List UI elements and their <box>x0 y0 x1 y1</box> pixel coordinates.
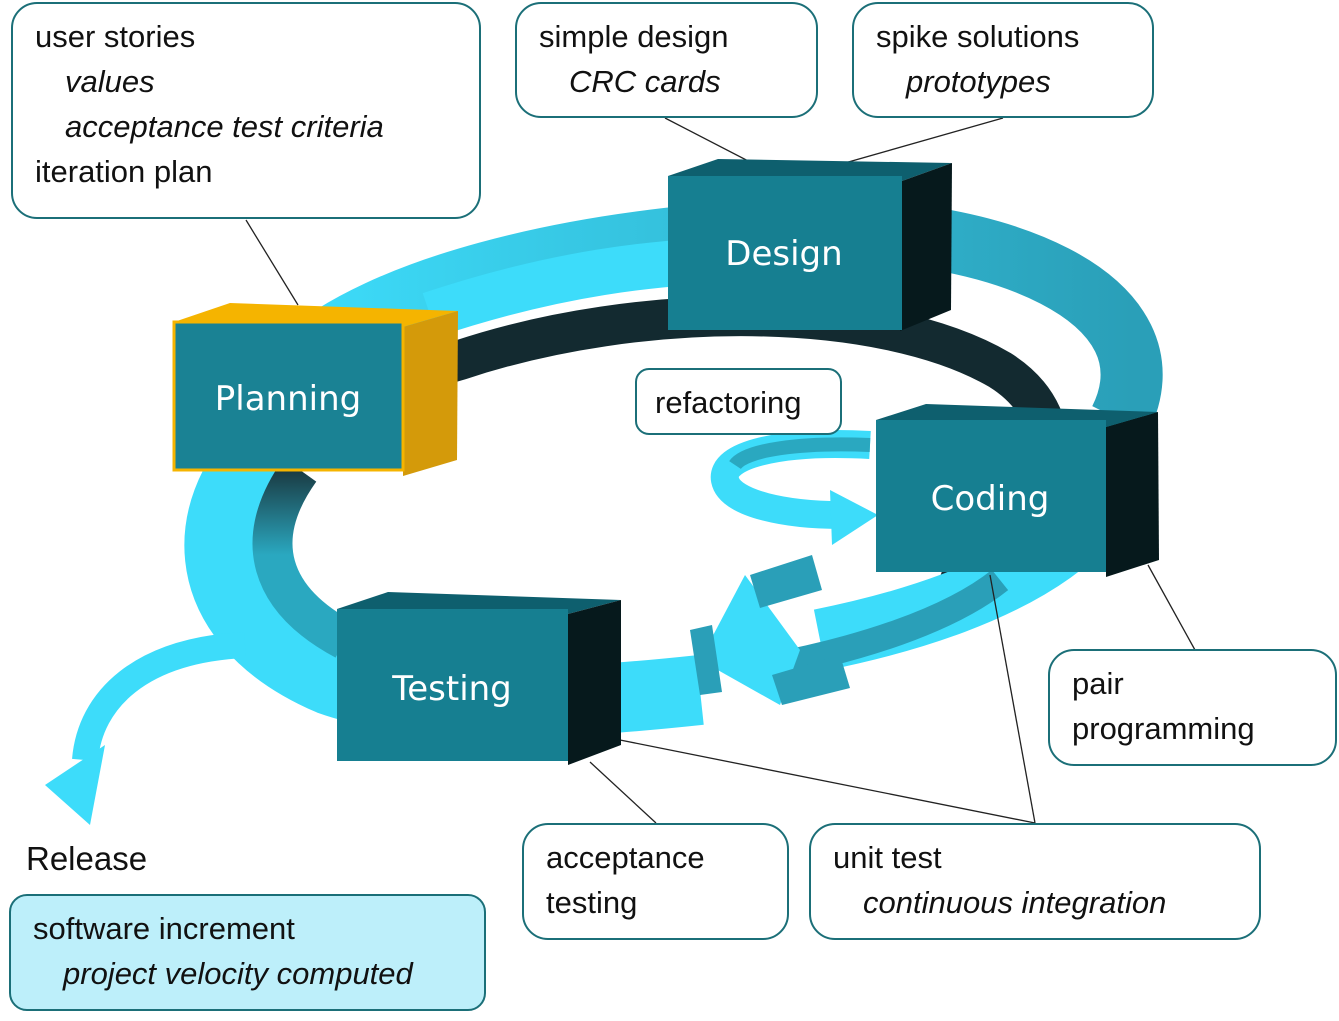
refactoring-callout: refactoring <box>635 368 842 435</box>
testing-box: Testing <box>337 592 621 765</box>
callout-line: continuous integration <box>863 885 1167 920</box>
connector-pair <box>1147 564 1196 651</box>
callout-line: prototypes <box>906 64 1051 99</box>
callout-line: values <box>65 64 155 99</box>
design-box: Design <box>668 159 952 331</box>
callout-line: testing <box>546 885 638 920</box>
planning-box: Planning <box>172 303 458 476</box>
spike-solutions-callout: spike solutions prototypes <box>852 2 1154 118</box>
simple-design-callout: simple design CRC cards <box>515 2 818 118</box>
coding-label: Coding <box>931 479 1050 519</box>
testing-label: Testing <box>391 669 512 709</box>
callout-line: project velocity computed <box>63 956 413 991</box>
coding-box: Coding <box>876 404 1159 577</box>
connector-unit-test-testing <box>619 739 1036 824</box>
callout-line: acceptance test criteria <box>65 109 384 144</box>
connector-planning <box>245 219 299 306</box>
planning-label: Planning <box>215 379 361 419</box>
connector-acceptance <box>589 761 657 824</box>
acceptance-testing-callout: acceptance testing <box>522 823 789 940</box>
callout-line: iteration plan <box>35 154 213 189</box>
callout-line: software increment <box>33 911 295 946</box>
callout-line: acceptance <box>546 840 705 875</box>
callout-line: spike solutions <box>876 19 1080 54</box>
callout-line: simple design <box>539 19 729 54</box>
callout-line: programming <box>1072 711 1255 746</box>
callout-line: unit test <box>833 840 942 875</box>
callout-line: user stories <box>35 19 196 54</box>
callout-line: CRC cards <box>569 64 721 99</box>
unit-test-callout: unit test continuous integration <box>809 823 1261 940</box>
connector-unit-test-coding <box>989 574 1036 824</box>
callout-line: refactoring <box>655 385 802 420</box>
release-arrow <box>45 632 246 825</box>
release-label: Release <box>26 840 148 877</box>
planning-callout: user stories values acceptance test crit… <box>11 2 481 219</box>
pair-programming-callout: pair programming <box>1048 649 1337 766</box>
release-callout: software increment project velocity comp… <box>9 894 486 1011</box>
refactoring-loop-arrow <box>710 430 878 545</box>
design-label: Design <box>725 234 842 274</box>
callout-line: pair <box>1072 666 1124 701</box>
